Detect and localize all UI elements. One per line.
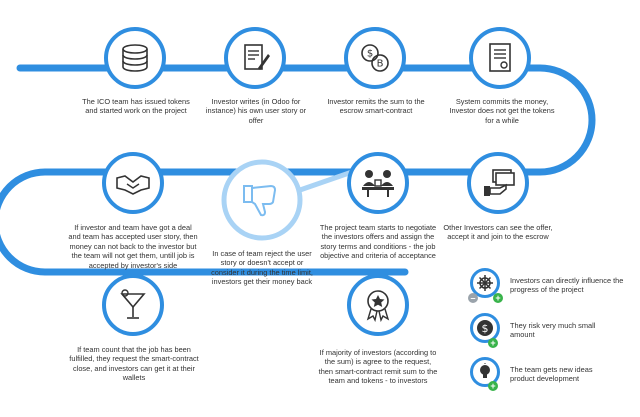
step-1-node xyxy=(104,27,166,89)
legend-item-2-text: They risk very much small amount xyxy=(510,321,596,340)
coins-stack-icon xyxy=(122,44,148,72)
legend-item-3-icon-wrap xyxy=(470,357,500,387)
currency-exchange-icon: $ B xyxy=(361,44,389,72)
step-3-node: $ B xyxy=(344,27,406,89)
dollar-coin-icon: $ xyxy=(477,320,493,336)
step-8-caption: If investor and team have got a deal and… xyxy=(68,223,198,270)
svg-text:$: $ xyxy=(482,322,489,335)
step-2-node xyxy=(224,27,286,89)
award-badge-icon xyxy=(366,290,390,322)
step-4-node xyxy=(469,27,531,89)
step-4-caption: System commits the money, Investor does … xyxy=(449,97,555,125)
meeting-table-icon xyxy=(362,170,394,197)
legend-item-1-text: Investors can directly influence the pro… xyxy=(510,276,624,295)
cocktail-glass-icon xyxy=(120,289,146,319)
handshake-icon xyxy=(116,175,150,195)
hand-cash-icon xyxy=(484,169,515,196)
step-10-caption: If majority of investors (according to t… xyxy=(318,348,438,386)
step-1-caption: The ICO team has issued tokens and start… xyxy=(82,97,190,116)
svg-text:B: B xyxy=(377,59,384,70)
step-8-node xyxy=(102,152,164,214)
step-5-caption: Other Investors can see the offer, accep… xyxy=(443,223,553,242)
plus-badge: + xyxy=(488,381,498,391)
step-6-node xyxy=(347,152,409,214)
document-pen-icon xyxy=(244,44,270,70)
thumbs-down-icon xyxy=(243,184,277,217)
lightbulb-icon xyxy=(480,363,490,378)
step-6-caption: The project team starts to negotiate the… xyxy=(319,223,437,261)
step-9-caption: If team count that the job has been fulf… xyxy=(69,345,199,383)
minus-badge: – xyxy=(468,293,478,303)
step-3-caption: Investor remits the sum to the escrow sm… xyxy=(327,97,425,116)
step-5-node xyxy=(467,152,529,214)
step-10-node xyxy=(347,274,409,336)
step-9-node xyxy=(102,274,164,336)
legend-item-2-icon-wrap: $ xyxy=(470,313,500,343)
svg-text:$: $ xyxy=(367,49,373,60)
step-2-caption: Investor writes (in Odoo for instance) h… xyxy=(205,97,307,125)
plus-badge: + xyxy=(493,293,503,303)
ship-wheel-icon xyxy=(477,275,493,291)
legend-item-3-text: The team gets new ideas product developm… xyxy=(510,365,593,384)
step-7-caption: In case of team reject the user story or… xyxy=(211,249,313,287)
plus-badge: + xyxy=(488,338,498,348)
contract-document-icon xyxy=(489,43,511,72)
